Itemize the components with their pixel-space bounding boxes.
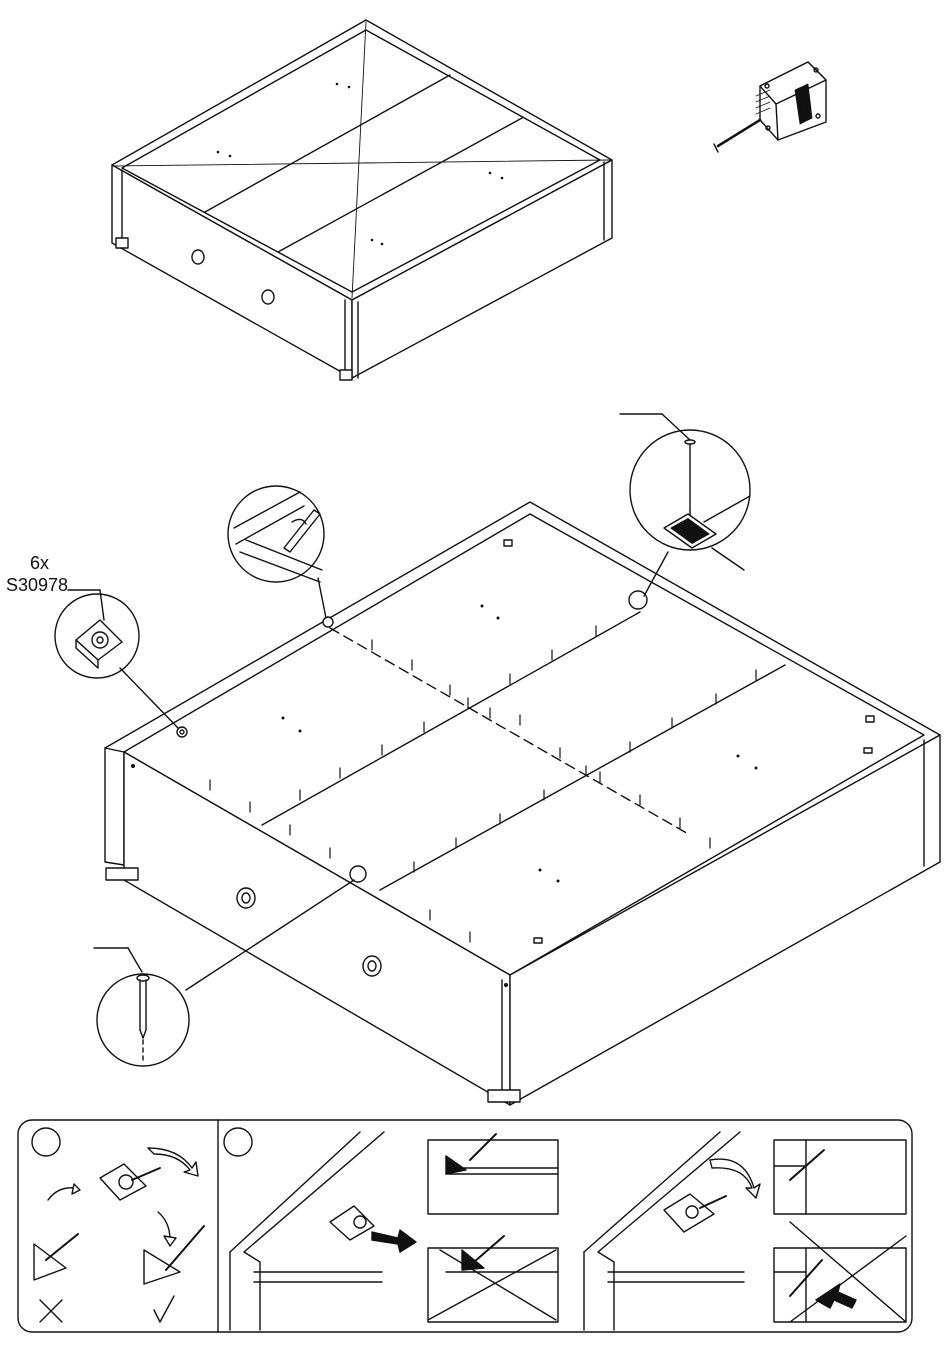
bed-frame-with-slats xyxy=(105,502,940,1105)
instruction-panel xyxy=(18,1120,912,1332)
assembled-drawer-box xyxy=(112,20,612,380)
pencil-mark-detail xyxy=(228,486,326,618)
corner-bracket-detail xyxy=(55,590,178,728)
quantity-label: 6x xyxy=(30,553,49,573)
part-number-label: S30978 xyxy=(6,575,68,595)
tape-measure-icon xyxy=(714,62,826,152)
